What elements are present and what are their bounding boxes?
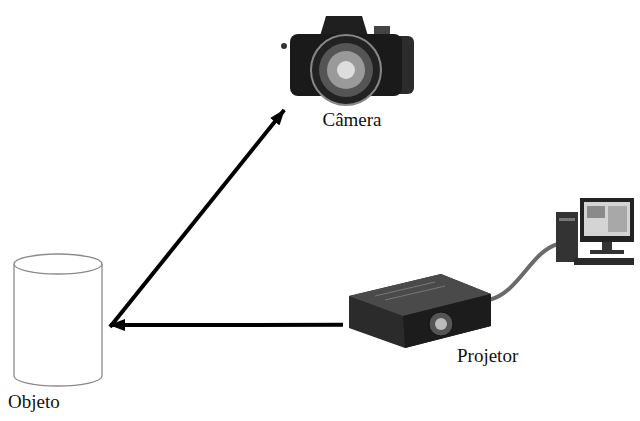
node-label: Câmera <box>280 110 424 131</box>
object-node: Objeto <box>8 250 112 413</box>
arrow-connector <box>110 323 343 327</box>
monitor <box>580 198 634 242</box>
node-label: Objeto <box>8 392 112 413</box>
arrow-connector <box>110 110 284 327</box>
illustration <box>8 250 108 390</box>
monitor-screen <box>584 202 630 236</box>
illustration <box>345 266 495 350</box>
screen-window <box>587 206 605 218</box>
drive-slot <box>559 218 575 221</box>
projector-node: Projetor <box>345 266 549 367</box>
screen-window <box>608 206 627 232</box>
monitor-base <box>590 250 624 254</box>
computer-tower <box>556 212 578 262</box>
cable <box>489 244 558 300</box>
keyboard <box>574 258 634 265</box>
node-label: Projetor <box>457 346 549 367</box>
camera-node: Câmera <box>280 6 424 131</box>
monitor-stand <box>602 242 612 250</box>
illustration <box>280 6 420 108</box>
